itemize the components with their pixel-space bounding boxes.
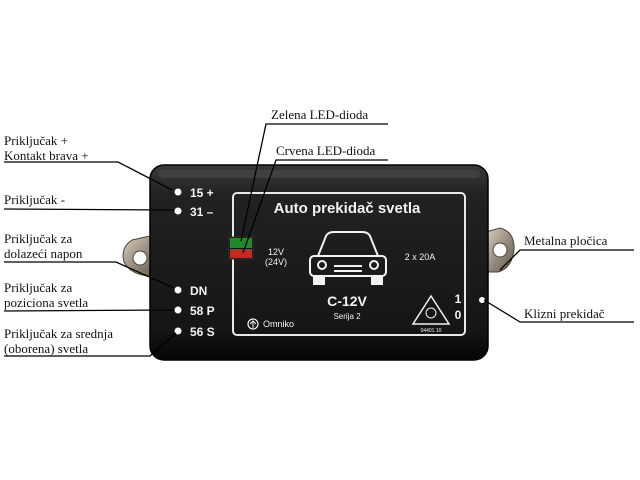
switch-off-label: 0 (455, 308, 462, 322)
label-slide-switch: Klizni prekidač (524, 306, 605, 321)
label-panel (232, 192, 466, 336)
terminal-58: 58 P (174, 304, 215, 318)
leader-green-led (240, 123, 388, 242)
terminal-label-56: 56 S (190, 325, 215, 339)
label-plus-line2: Kontakt brava + (4, 148, 89, 163)
slide-switch[interactable]: 1 0 (455, 292, 485, 322)
label-plus: Priključak + Kontakt brava + (4, 133, 89, 163)
label-incoming: Priključak za dolazeći napon (4, 231, 82, 261)
red-led (230, 249, 252, 258)
terminal-31: 31 – (174, 205, 214, 219)
terminal-label-31: 31 – (190, 205, 214, 219)
voltage-line2: (24V) (265, 257, 287, 267)
rating-text: 2 x 20A (405, 252, 436, 262)
label-metal-plate-text: Metalna pločica (524, 233, 608, 248)
switch-knob[interactable] (479, 297, 485, 303)
car-icon (309, 231, 387, 285)
label-incoming-line2: dolazeći napon (4, 246, 83, 261)
terminal-label-dn: DN (190, 284, 207, 298)
green-led (230, 238, 252, 248)
leader-plus (4, 161, 173, 191)
terminal-label-15: 15 + (190, 186, 214, 200)
metal-plate (485, 227, 515, 273)
leader-position (3, 309, 175, 312)
leader-red-led (242, 159, 388, 254)
label-minus-text: Priključak - (4, 192, 66, 207)
brand-text: Omniko (263, 319, 294, 329)
label-lowbeam-line2: (oborena) svetla (4, 341, 89, 356)
label-position: Priključak za poziciona svetla (4, 280, 88, 310)
label-minus: Priključak - (4, 192, 65, 207)
label-incoming-line1: Priključak za (4, 231, 73, 246)
series-text: Serija 2 (333, 312, 361, 321)
leader-minus (3, 208, 175, 211)
leader-lines (3, 123, 634, 357)
terminal-label-58: 58 P (190, 304, 215, 318)
label-green-led: Zelena LED-dioda (271, 107, 368, 122)
label-plus-line1: Priključak + (4, 133, 69, 148)
brand-logo-icon (247, 318, 259, 330)
terminal-56: 56 S (174, 325, 215, 339)
leader-metal-plate (499, 249, 634, 271)
certification-mark-icon (411, 294, 451, 325)
label-position-line2: poziciona svetla (4, 295, 89, 310)
voltage-line1: 12V (268, 247, 284, 257)
label-lowbeam: Priključak za srednja (oborena) svetla (4, 326, 113, 356)
leader-incoming (4, 261, 175, 289)
model-text: C-12V (327, 293, 367, 309)
label-green-led-text: Zelena LED-dioda (271, 107, 369, 122)
device-title: Auto prekidač svetla (274, 200, 421, 217)
label-lowbeam-line1: Priključak za srednja (4, 326, 114, 341)
leader-slide-switch (483, 299, 634, 323)
terminal-dn: DN (174, 284, 207, 298)
switch-on-label: 1 (455, 292, 462, 306)
label-metal-plate: Metalna pločica (524, 233, 607, 248)
label-slide-switch-text: Klizni prekidač (524, 306, 605, 321)
cert-number: 04401 10 (421, 328, 442, 334)
leader-lowbeam (4, 332, 177, 357)
label-red-led-text: Crvena LED-dioda (276, 143, 376, 158)
label-red-led: Crvena LED-dioda (276, 143, 375, 158)
terminal-15: 15 + (174, 186, 214, 200)
label-position-line1: Priključak za (4, 280, 73, 295)
